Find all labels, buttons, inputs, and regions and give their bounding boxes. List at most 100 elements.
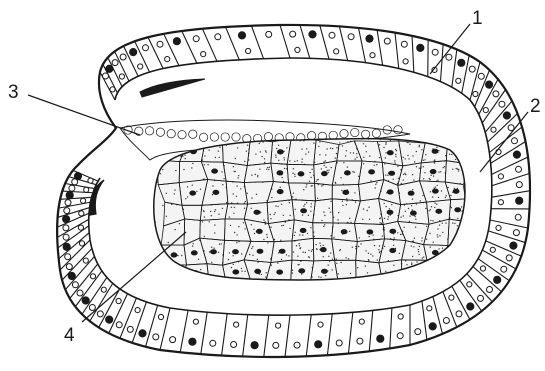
stipple-dot [246, 151, 247, 152]
stipple-dot [231, 207, 232, 208]
stipple-dot [430, 220, 431, 221]
stipple-dot [422, 257, 423, 258]
stipple-dot [399, 253, 400, 254]
stipple-dot [289, 202, 290, 203]
stipple-dot [305, 252, 306, 253]
stipple-dot [303, 252, 304, 253]
stipple-dot [415, 219, 416, 220]
stipple-dot [328, 256, 329, 257]
stipple-dot [233, 264, 234, 265]
stipple-dot [335, 157, 336, 158]
stipple-dot [251, 224, 252, 225]
stipple-dot [263, 219, 264, 220]
stipple-dot [457, 168, 458, 169]
stipple-dot [236, 185, 237, 186]
stipple-dot [203, 210, 204, 211]
stipple-dot [430, 246, 431, 247]
cell-nucleus [110, 87, 115, 92]
stipple-dot [310, 206, 311, 207]
stipple-dot [346, 150, 347, 151]
stipple-dot [237, 147, 238, 148]
stipple-dot [283, 215, 284, 216]
stipple-dot [247, 145, 248, 146]
stipple-dot [376, 164, 377, 165]
cell-nucleus [210, 340, 216, 346]
stipple-dot [461, 206, 462, 207]
stipple-dot [355, 201, 356, 202]
stipple-dot [303, 189, 304, 190]
stipple-dot [283, 157, 284, 158]
cell-nucleus [490, 247, 495, 252]
cell-nucleus [135, 308, 140, 313]
cell-nucleus [158, 314, 163, 319]
cell-nucleus [309, 31, 316, 38]
stipple-dot [236, 196, 237, 197]
stipple-dot [447, 187, 448, 188]
stipple-dot [413, 241, 414, 242]
polygonal-cell-nucleus [213, 190, 219, 194]
stipple-dot [369, 155, 370, 156]
cell-nucleus [84, 187, 89, 192]
cell-nucleus [397, 333, 403, 339]
stipple-dot [208, 149, 209, 150]
cell-nucleus [515, 214, 521, 220]
stipple-dot [380, 139, 381, 140]
stipple-dot [445, 155, 446, 156]
stipple-dot [297, 160, 298, 161]
stipple-dot [456, 168, 457, 169]
cell-nucleus [231, 342, 237, 348]
stipple-dot [419, 145, 420, 146]
stipple-dot [192, 185, 193, 186]
polygonal-cell-nucleus [277, 270, 283, 274]
stipple-dot [411, 264, 412, 265]
stipple-dot [357, 267, 358, 268]
stipple-dot [320, 245, 321, 246]
stipple-dot [445, 222, 446, 223]
stipple-dot [347, 166, 348, 167]
stipple-dot [261, 274, 262, 275]
stipple-dot [198, 259, 199, 260]
stipple-dot [345, 257, 346, 258]
cell-nucleus [366, 35, 373, 42]
stipple-dot [446, 195, 447, 196]
stipple-dot [431, 175, 432, 176]
stipple-dot [218, 214, 219, 215]
stipple-dot [398, 178, 399, 179]
stipple-dot [354, 192, 355, 193]
stipple-dot [433, 175, 434, 176]
stipple-dot [323, 161, 324, 162]
stipple-dot [349, 231, 350, 232]
stipple-dot [400, 217, 401, 218]
stipple-dot [366, 151, 367, 152]
stipple-dot [299, 234, 300, 235]
stipple-dot [202, 221, 203, 222]
stipple-dot [244, 271, 245, 272]
cell-nucleus [130, 49, 137, 56]
stipple-dot [426, 226, 427, 227]
stipple-dot [221, 171, 222, 172]
stipple-dot [286, 254, 287, 255]
cell-nucleus [473, 91, 478, 96]
cell-nucleus [215, 34, 221, 40]
stipple-dot [429, 178, 430, 179]
stipple-dot [389, 208, 390, 209]
stipple-dot [277, 262, 278, 263]
cell-nucleus [266, 31, 272, 37]
stipple-dot [333, 237, 334, 238]
stipple-dot [267, 242, 268, 243]
stipple-dot [275, 205, 276, 206]
stipple-dot [295, 209, 296, 210]
inner-cavity [154, 139, 465, 280]
stipple-dot [382, 235, 383, 236]
polygonal-cell-nucleus [390, 229, 396, 233]
stipple-dot [308, 250, 309, 251]
stipple-dot [340, 249, 341, 250]
cell-nucleus [290, 31, 296, 37]
stipple-dot [265, 276, 266, 277]
stipple-dot [289, 160, 290, 161]
stipple-dot [403, 174, 404, 175]
cell-nucleus [483, 108, 488, 113]
stipple-dot [308, 215, 309, 216]
stipple-dot [412, 256, 413, 257]
cell-nucleus [119, 74, 124, 79]
